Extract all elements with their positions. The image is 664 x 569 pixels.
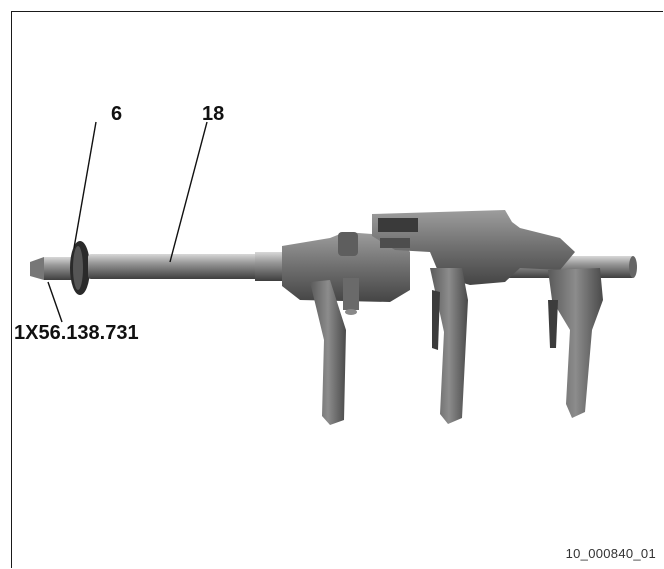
gate-bridge (372, 210, 575, 285)
leader-line-6 (73, 121, 97, 249)
fork-3-inner-edge (548, 300, 558, 348)
seal-ring-face (73, 246, 83, 290)
fork-2-inner-edge (432, 290, 440, 350)
detent-boss (338, 232, 358, 256)
shaft-tip (30, 257, 44, 280)
shift-fork-3 (548, 268, 603, 418)
part-number-label: 1X56.138.731 (14, 322, 139, 344)
leader-line-18 (169, 121, 208, 263)
shaft-left-end (44, 257, 74, 280)
figure-frame (11, 11, 663, 568)
figure-code: 10_000840_01 (565, 546, 656, 561)
shaft-right-cap (629, 256, 637, 278)
shift-fork-2 (430, 268, 468, 424)
shift-rail-shaft (88, 254, 288, 279)
callout-18: 18 (202, 103, 225, 125)
gate-lug (380, 238, 410, 248)
lock-pin-housing (343, 278, 359, 310)
shift-fork-1 (310, 280, 346, 425)
lock-pin-end (345, 309, 357, 315)
leader-line-part-number (47, 281, 63, 323)
callout-6: 6 (111, 103, 123, 125)
gate-slot (378, 218, 418, 232)
